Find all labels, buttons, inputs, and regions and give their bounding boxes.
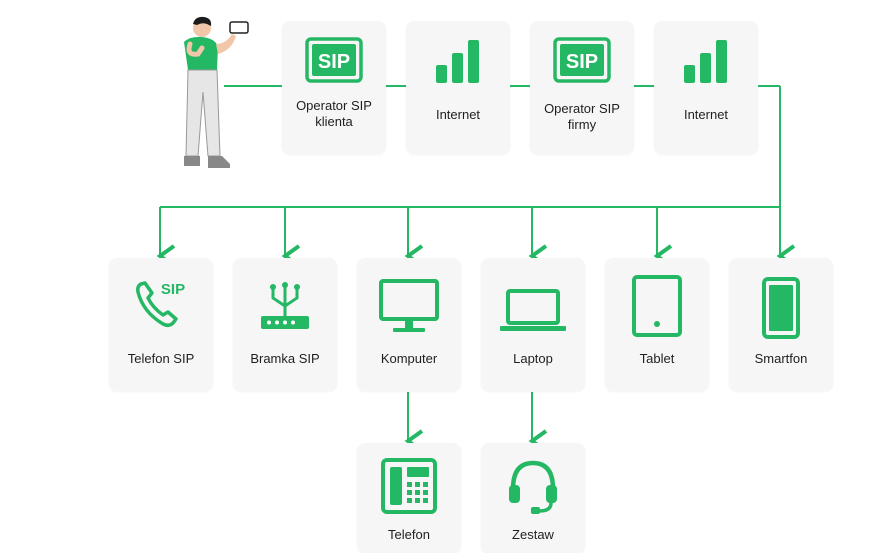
- card-label: Telefon SIP: [127, 351, 195, 366]
- card-komputer: Komputer: [357, 258, 461, 391]
- sip-icon: SIP: [305, 37, 363, 83]
- signal-bars-icon: [436, 40, 479, 83]
- monitor-icon: [379, 279, 439, 332]
- card-label: Operator SIP firmy: [544, 101, 620, 132]
- card-label: Tablet: [639, 351, 675, 366]
- card-label: Internet: [683, 107, 729, 122]
- card-internet-1: Internet: [406, 21, 510, 154]
- sip-phone-icon: SIP: [136, 281, 185, 328]
- card-label: Komputer: [380, 351, 438, 366]
- card-smartfon: Smartfon: [729, 258, 833, 391]
- card-label: Smartfon: [754, 351, 808, 366]
- card-label: Operator SIP klienta: [296, 98, 372, 129]
- router-icon: [261, 282, 309, 329]
- card-operator-sip-klienta: SIP Operator SIP klienta: [282, 21, 386, 154]
- person-with-phone-illustration: [184, 16, 249, 168]
- headset-icon: [509, 460, 557, 514]
- sip-icon: SIP: [553, 37, 611, 83]
- signal-bars-icon: [684, 40, 727, 83]
- card-label: Zestaw: [512, 527, 554, 542]
- card-bramka-sip: Bramka SIP: [233, 258, 337, 391]
- card-label: Telefon: [388, 527, 430, 542]
- card-telefon: Telefon: [357, 443, 461, 553]
- tablet-icon: [632, 275, 682, 337]
- card-label: Laptop: [513, 351, 553, 366]
- card-zestaw: Zestaw: [481, 443, 585, 553]
- smartphone-icon: [762, 277, 800, 339]
- card-label: Bramka SIP: [250, 351, 320, 366]
- svg-text:SIP: SIP: [161, 281, 185, 298]
- desk-phone-icon: [381, 458, 437, 514]
- svg-text:SIP: SIP: [566, 51, 598, 73]
- svg-text:SIP: SIP: [318, 51, 350, 73]
- card-internet-2: Internet: [654, 21, 758, 154]
- laptop-icon: [500, 289, 566, 331]
- card-telefon-sip: SIP Telefon SIP: [109, 258, 213, 391]
- card-label: Internet: [435, 107, 481, 122]
- card-operator-sip-firmy: SIP Operator SIP firmy: [530, 21, 634, 154]
- card-laptop: Laptop: [481, 258, 585, 391]
- card-tablet: Tablet: [605, 258, 709, 391]
